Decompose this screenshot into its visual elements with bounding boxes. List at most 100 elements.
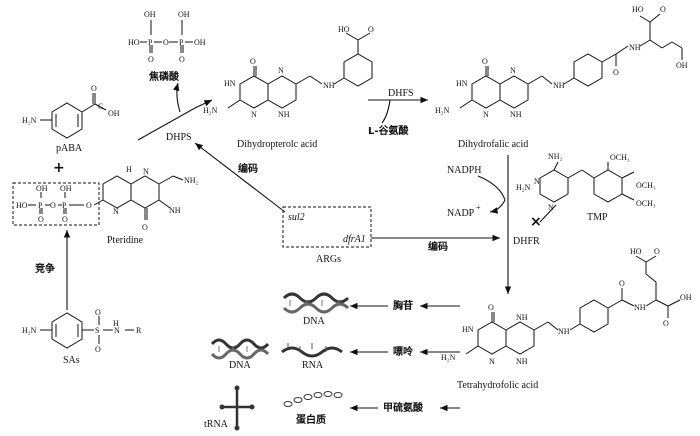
- svg-text:HN: HN: [462, 325, 474, 334]
- rna-strand-icon: [281, 343, 343, 358]
- pteridine-structure: HO P OH O O P OH O O H N NH₂ NH O N: [16, 165, 199, 232]
- svg-text:O: O: [660, 5, 666, 14]
- svg-text:OH: OH: [178, 10, 190, 19]
- svg-text:OCH₃: OCH₃: [610, 153, 630, 162]
- svg-text:O: O: [38, 215, 44, 224]
- args-label: ARGs: [316, 254, 341, 265]
- svg-text:O: O: [619, 279, 625, 288]
- svg-text:N: N: [489, 357, 495, 366]
- paba-h2n: H₂N: [22, 116, 37, 125]
- encode-label-2: 编码: [428, 240, 448, 253]
- svg-text:NH: NH: [553, 81, 565, 90]
- sulfonamide-structure: H₂N S O O H N R: [22, 308, 142, 354]
- svg-text:NH: NH: [516, 357, 528, 366]
- diphosphate-box: [12, 182, 100, 226]
- svg-text:P: P: [179, 38, 184, 47]
- dfra1-label: dfrA1: [343, 234, 366, 245]
- tmp-inhibition-line: [539, 204, 557, 223]
- svg-text:P: P: [62, 201, 67, 210]
- svg-text:N: N: [251, 110, 257, 119]
- methionine-label: 甲硫氨酸: [383, 401, 424, 414]
- nadp-sup: +: [476, 203, 481, 212]
- tmp-structure: NH₂ H₂N N N OCH₃ OCH₃ OCH₃: [516, 152, 656, 212]
- svg-text:OH: OH: [680, 293, 692, 302]
- trna-icon: [219, 385, 255, 431]
- dhps-arrow: [137, 99, 213, 141]
- svg-text:NH: NH: [516, 313, 528, 322]
- paba-structure: H₂N O C OH: [22, 84, 120, 139]
- svg-text:HO: HO: [338, 25, 350, 34]
- svg-text:O: O: [488, 303, 494, 312]
- svg-text:O: O: [95, 308, 101, 317]
- svg-text:NH₂: NH₂: [548, 152, 563, 161]
- svg-text:HO: HO: [630, 247, 642, 256]
- svg-text:NH: NH: [634, 303, 646, 312]
- paba-o: O: [91, 84, 97, 93]
- svg-text:O: O: [86, 201, 92, 210]
- svg-text:N: N: [510, 66, 516, 75]
- svg-text:N: N: [113, 207, 119, 216]
- svg-text:HO: HO: [128, 38, 140, 47]
- svg-text:N: N: [114, 326, 120, 335]
- svg-text:H₂N: H₂N: [203, 106, 218, 115]
- svg-text:OH: OH: [144, 10, 156, 19]
- sul2-encode-arrow: [194, 142, 286, 213]
- purine-label: 嘌呤: [393, 345, 414, 358]
- svg-text:HO: HO: [632, 5, 644, 14]
- tetrahydrofolic-structure: O HN N NH NH H₂N NH O NH HO O O OH: [441, 247, 692, 366]
- svg-text:O: O: [654, 247, 660, 256]
- svg-text:O: O: [148, 55, 154, 64]
- svg-text:O: O: [663, 319, 669, 328]
- svg-text:OCH₃: OCH₃: [636, 181, 656, 190]
- sas-label: SAs: [63, 355, 80, 366]
- glutamate-label: L-谷氨酸: [368, 124, 410, 137]
- dihydrofolic-structure: O HN N N NH H₂N NH O NH HO O OH: [435, 5, 688, 119]
- sul2-label: sul2: [288, 212, 305, 223]
- dhfr-label: DHFR: [513, 236, 540, 247]
- svg-text:OH: OH: [676, 61, 688, 70]
- svg-text:O: O: [179, 55, 185, 64]
- svg-text:O: O: [163, 38, 169, 47]
- dna-helix-icon-2: [210, 338, 270, 360]
- tetrahydrofolic-label: Tetrahydrofolic acid: [457, 380, 538, 391]
- svg-text:NH: NH: [169, 206, 181, 215]
- pyrophosphate-label: 焦磷酸: [148, 70, 180, 83]
- rna-label: RNA: [302, 360, 324, 371]
- svg-text:O: O: [613, 68, 619, 77]
- svg-text:O: O: [142, 223, 148, 232]
- svg-text:HN: HN: [456, 79, 468, 88]
- encode-label-1: 编码: [238, 162, 258, 175]
- svg-text:OH: OH: [36, 184, 48, 193]
- svg-text:O: O: [95, 345, 101, 354]
- svg-text:N: N: [278, 66, 284, 75]
- svg-text:H: H: [113, 319, 119, 328]
- trna-label: tRNA: [204, 419, 229, 430]
- svg-text:O: O: [368, 25, 374, 34]
- paba-oh: OH: [108, 109, 120, 118]
- pteridine-label: Pteridine: [107, 235, 144, 246]
- thymidine-label: 胸苷: [393, 299, 413, 312]
- dhfs-label: DHFS: [388, 88, 414, 99]
- svg-text:S: S: [95, 326, 99, 335]
- svg-text:N: N: [483, 110, 489, 119]
- svg-text:HO: HO: [16, 201, 28, 210]
- dna-helix-icon: [282, 292, 350, 314]
- svg-text:OH: OH: [194, 38, 206, 47]
- svg-text:H₂N: H₂N: [441, 353, 456, 362]
- protein-label: 蛋白质: [296, 413, 326, 426]
- svg-text:NH₂: NH₂: [184, 176, 199, 185]
- tmp-label: TMP: [587, 212, 608, 223]
- svg-text:NH: NH: [510, 110, 522, 119]
- dihydropteroic-label: Dihydropterolc acid: [237, 139, 317, 150]
- svg-text:H: H: [126, 165, 132, 174]
- pyrophosphate-release-arrow: [172, 82, 181, 113]
- svg-text:O: O: [482, 57, 488, 66]
- svg-text:NH: NH: [278, 110, 290, 119]
- nadp-label: NADP: [447, 208, 475, 219]
- dihydrofolic-label: Dihydrofalic acid: [458, 139, 528, 150]
- protein-chain-icon: [283, 391, 343, 407]
- paba-c: C: [98, 102, 103, 111]
- paba-label: pABA: [56, 143, 83, 154]
